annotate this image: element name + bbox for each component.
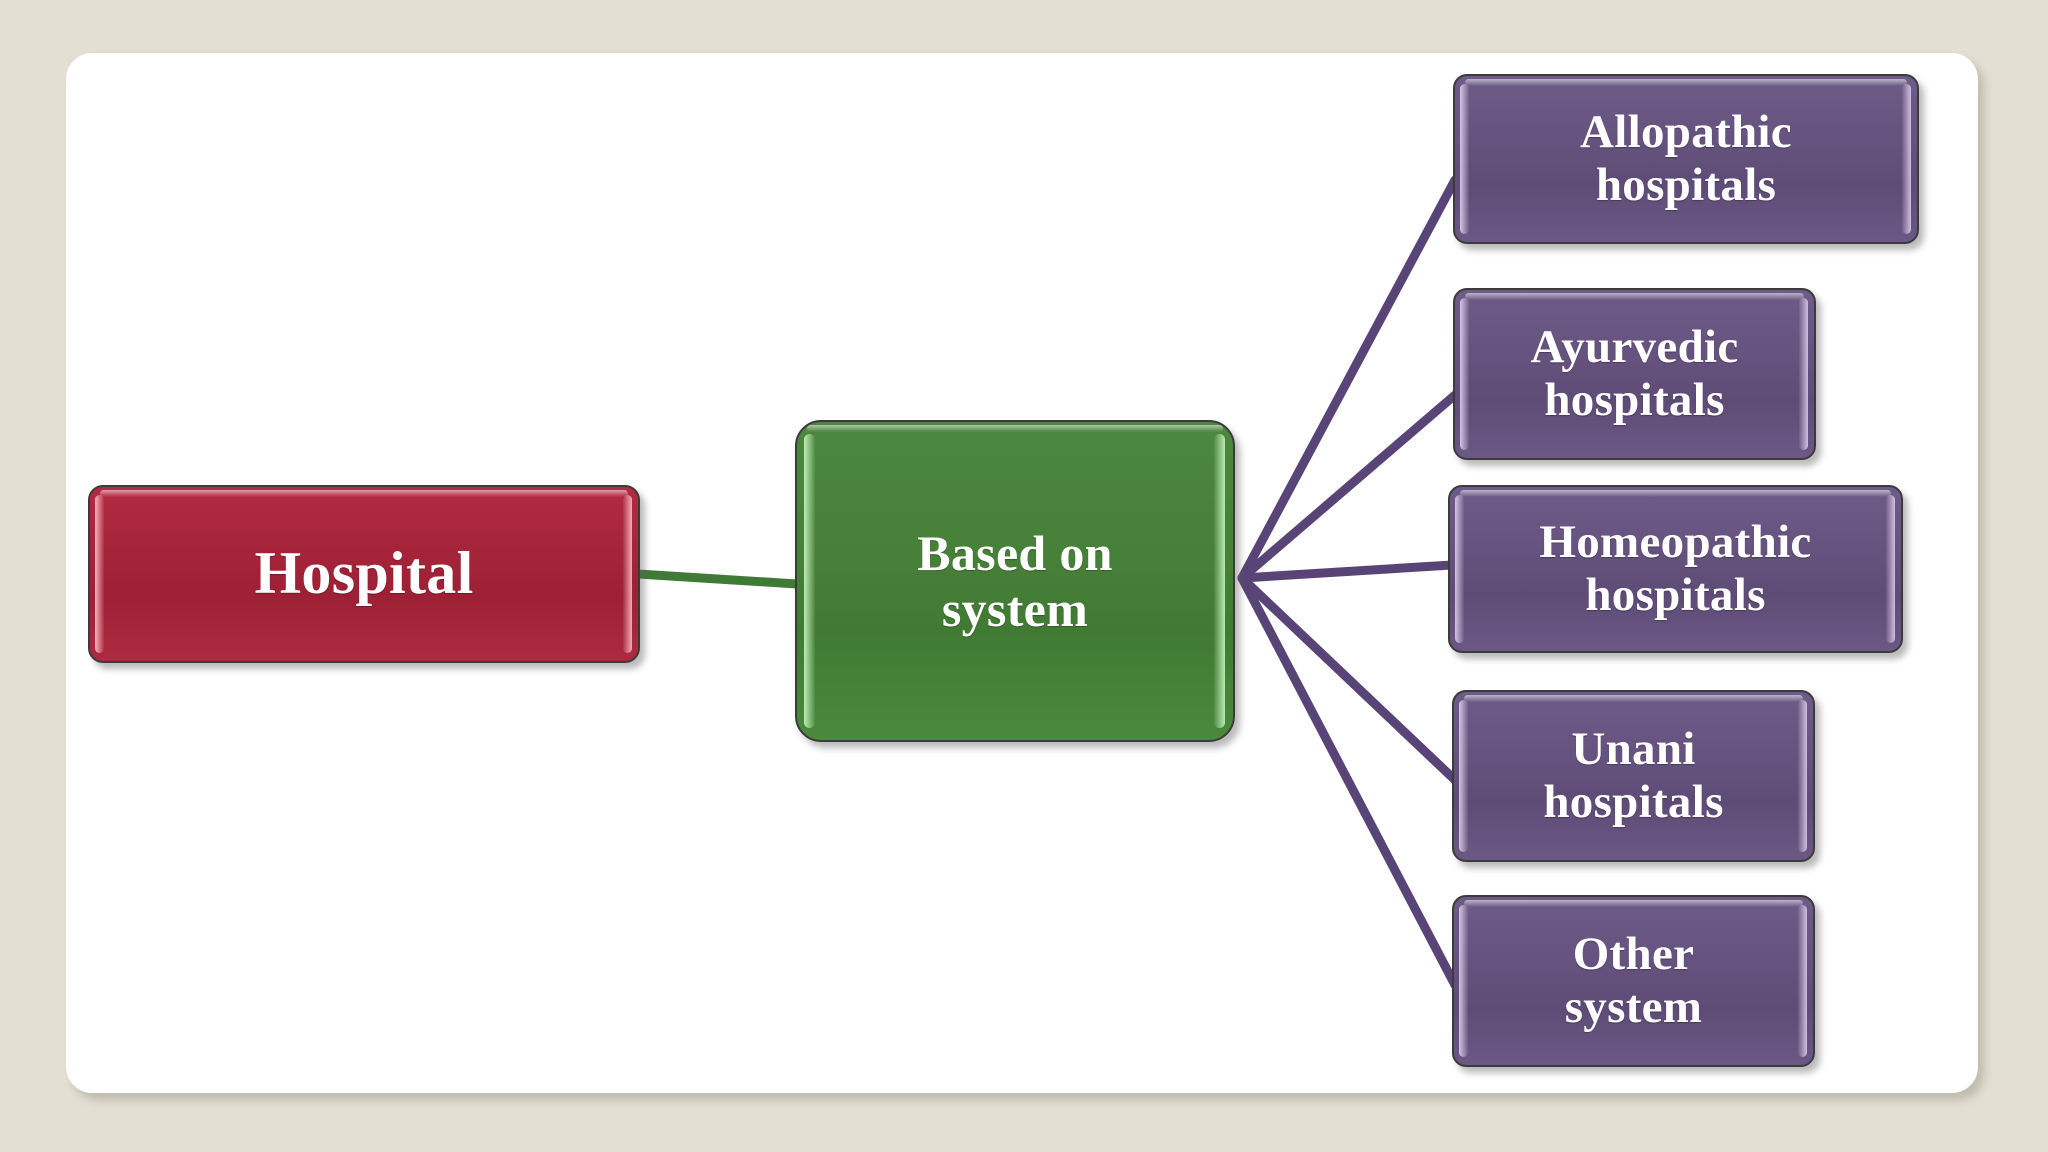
- gloss-highlight-right: [1902, 84, 1911, 234]
- gloss-highlight-top: [1464, 900, 1803, 907]
- node-unani-hospitals-label: Unani hospitals: [1543, 723, 1724, 828]
- gloss-highlight-left: [1455, 495, 1464, 643]
- gloss-highlight-top: [1464, 695, 1803, 702]
- gloss-highlight-left: [1459, 905, 1468, 1057]
- node-other-system-label: Other system: [1564, 928, 1703, 1033]
- node-other-system[interactable]: Other system: [1452, 895, 1815, 1067]
- gloss-highlight-left: [1460, 298, 1469, 450]
- gloss-highlight-right: [1214, 434, 1225, 728]
- gloss-highlight-left: [95, 495, 104, 653]
- gloss-highlight-top: [100, 490, 628, 497]
- gloss-highlight-top: [1465, 293, 1804, 300]
- gloss-highlight-right: [1799, 298, 1808, 450]
- gloss-highlight-right: [1798, 700, 1807, 852]
- node-ayurvedic-hospitals-label: Ayurvedic hospitals: [1530, 321, 1739, 426]
- gloss-highlight-left: [1460, 84, 1469, 234]
- node-allopathic-hospitals[interactable]: Allopathic hospitals: [1453, 74, 1919, 244]
- node-allopathic-hospitals-label: Allopathic hospitals: [1580, 106, 1792, 211]
- gloss-highlight-top: [807, 425, 1223, 432]
- node-homeopathic-hospitals-label: Homeopathic hospitals: [1539, 516, 1812, 621]
- node-based-on-system-label: Based on system: [917, 525, 1113, 637]
- gloss-highlight-left: [1459, 700, 1468, 852]
- node-unani-hospitals[interactable]: Unani hospitals: [1452, 690, 1815, 862]
- gloss-highlight-top: [1465, 79, 1907, 86]
- gloss-highlight-right: [1798, 905, 1807, 1057]
- node-based-on-system[interactable]: Based on system: [795, 420, 1235, 742]
- gloss-highlight-right: [623, 495, 632, 653]
- node-homeopathic-hospitals[interactable]: Homeopathic hospitals: [1448, 485, 1903, 653]
- gloss-highlight-left: [804, 434, 815, 728]
- gloss-highlight-right: [1886, 495, 1895, 643]
- node-hospital-label: Hospital: [254, 540, 474, 607]
- node-hospital[interactable]: Hospital: [88, 485, 640, 663]
- gloss-highlight-top: [1460, 490, 1891, 497]
- node-ayurvedic-hospitals[interactable]: Ayurvedic hospitals: [1453, 288, 1816, 460]
